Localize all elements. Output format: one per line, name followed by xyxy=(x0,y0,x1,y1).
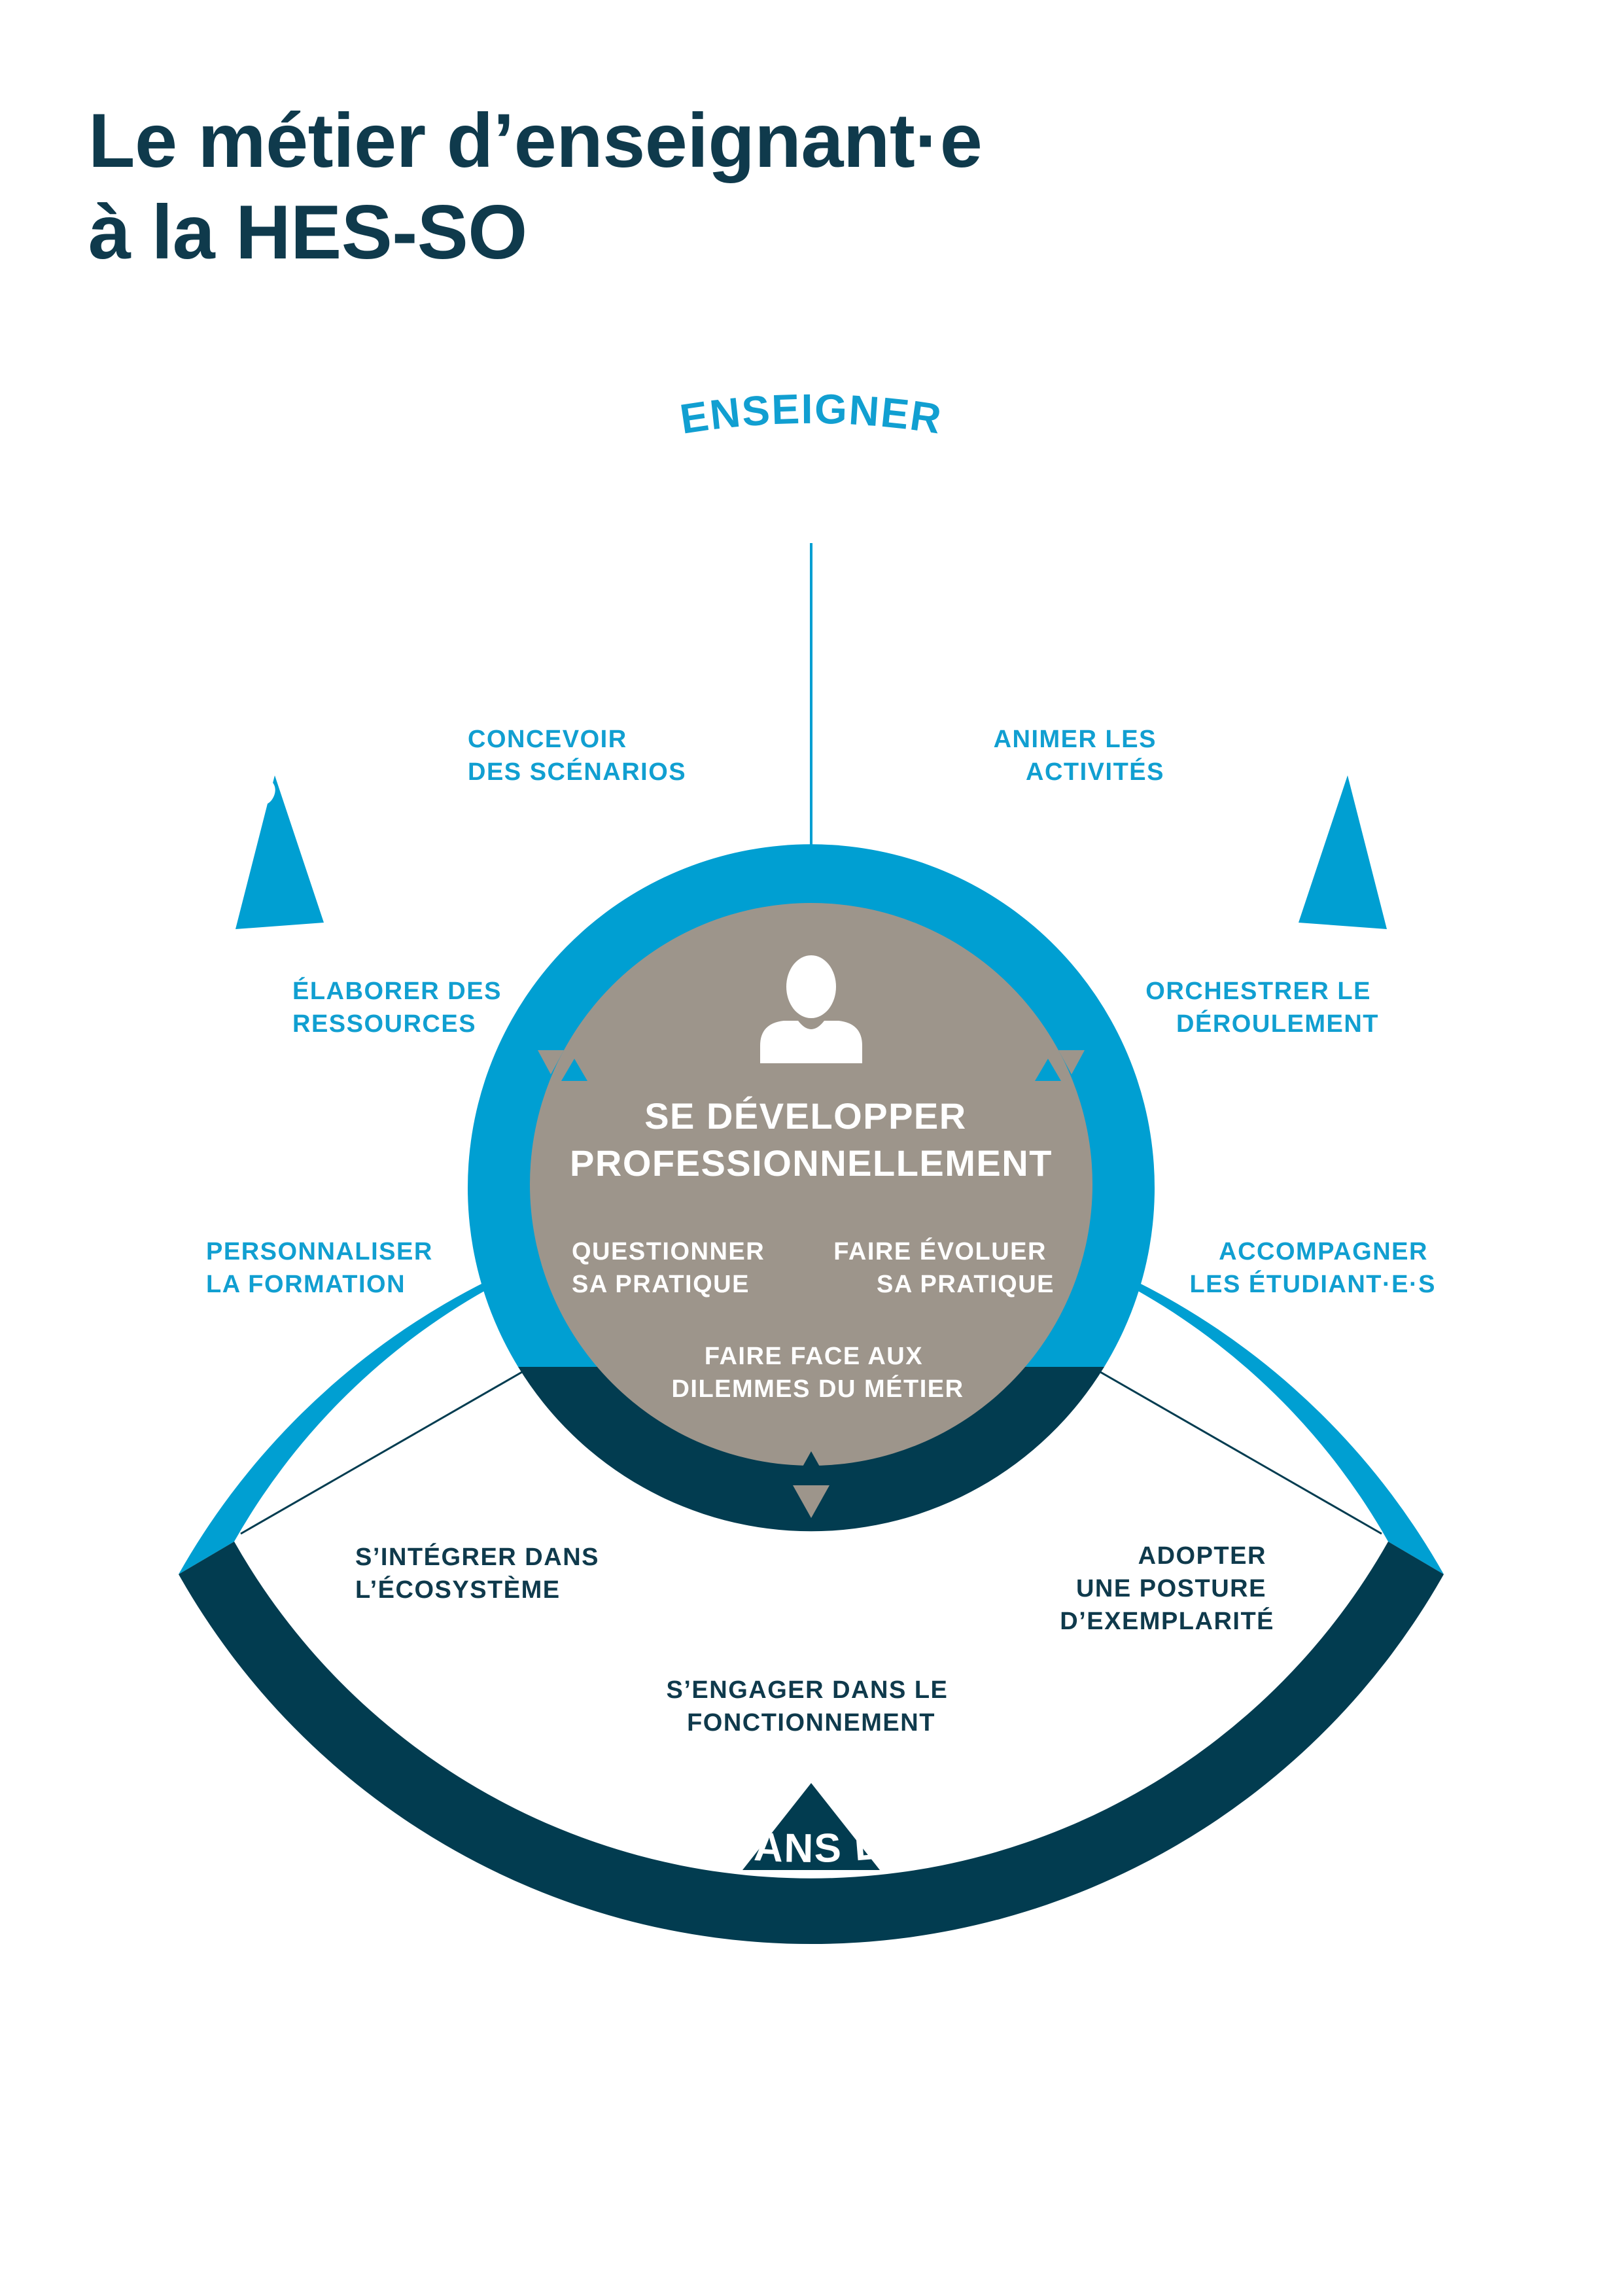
item-integrer-ecosysteme: S’INTÉGRER DANS L’ÉCOSYSTÈME xyxy=(355,1542,607,1604)
inner-pointer-left-up xyxy=(561,1059,587,1081)
item-animer-activites: ANIMER LES ACTIVITÉS xyxy=(994,726,1164,786)
item-elaborer-ressources: ÉLABORER DES RESSOURCES xyxy=(292,976,510,1038)
inner-pointer-left-down xyxy=(538,1050,564,1074)
inner-pointer-right-up xyxy=(1035,1059,1061,1081)
concevoir-items: CONCEVOIR DES SCÉNARIOS ÉLABORER DES RES… xyxy=(206,726,686,1298)
page-title-line-1: Le métier d’enseignant·e xyxy=(88,97,983,183)
item-engager-fonctionnement: S’ENGAGER DANS LE FONCTIONNEMENT xyxy=(667,1676,956,1737)
institution-items: S’INTÉGRER DANS L’ÉCOSYSTÈME S’ENGAGER D… xyxy=(355,1542,1274,1737)
pointer-concevoir xyxy=(236,775,324,929)
page-title: Le métier d’enseignant·e à la HES-SO xyxy=(88,95,983,278)
inner-ring xyxy=(468,844,1155,1532)
item-orchestrer-deroulement: ORCHESTRER LE DÉROULEMENT xyxy=(1145,978,1379,1038)
item-accompagner-etudiants: ACCOMPAGNER LES ÉTUDIANT·E·S xyxy=(1189,1238,1436,1298)
center-item-questionner: QUESTIONNER SA PRATIQUE xyxy=(572,1238,773,1298)
person-icon xyxy=(760,955,862,1063)
center-item-faire-evoluer: FAIRE ÉVOLUER SA PRATIQUE xyxy=(833,1237,1055,1298)
inner-pointer-right-down xyxy=(1058,1050,1085,1074)
pointer-mettre-en-oeuvre xyxy=(1299,775,1387,929)
label-enseigner: ENSEIGNER xyxy=(677,385,945,443)
center-content: SE DÉVELOPPER PROFESSIONNELLEMENT QUESTI… xyxy=(570,1095,1055,1403)
mettre-en-oeuvre-items: ANIMER LES ACTIVITÉS ORCHESTRER LE DÉROU… xyxy=(994,726,1436,1298)
center-title: SE DÉVELOPPER PROFESSIONNELLEMENT xyxy=(570,1095,1053,1184)
inner-pointer-bottom-up xyxy=(793,1451,829,1484)
item-posture-exemplarite: ADOPTER UNE POSTURE D’EXEMPLARITÉ xyxy=(1060,1542,1274,1635)
center-disc xyxy=(530,903,1092,1466)
item-personnaliser-formation: PERSONNALISER LA FORMATION xyxy=(206,1238,441,1298)
item-concevoir-scenarios: CONCEVOIR DES SCÉNARIOS xyxy=(468,726,686,786)
outer-ring xyxy=(179,775,1444,1945)
pointer-institution xyxy=(742,1783,880,1870)
page-title-line-2: à la HES-SO xyxy=(88,189,527,275)
inner-pointer-bottom-down xyxy=(793,1485,829,1518)
center-item-dilemmes: FAIRE FACE AUX DILEMMES DU MÉTIER xyxy=(671,1343,964,1403)
divider-bottom-left xyxy=(240,1366,531,1535)
divider-bottom-right xyxy=(1092,1366,1382,1535)
ring-segment-institution xyxy=(179,1542,1444,1945)
